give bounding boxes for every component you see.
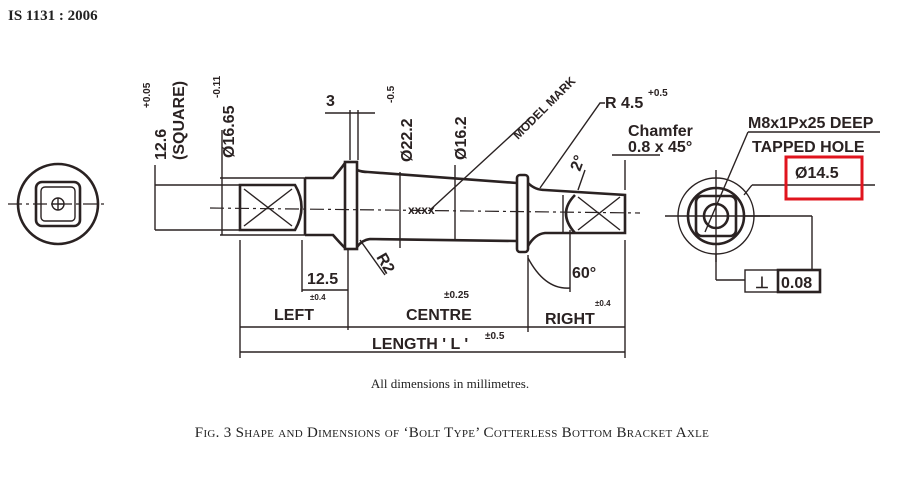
left-diameter: Ø16.65 [221,105,238,158]
highlighted-diameter: Ø14.5 [795,165,839,182]
right-end-view [665,131,880,294]
dimension-lines [154,102,660,358]
centre-label: CENTRE [406,307,472,324]
square-tolerance: +0.05 [142,82,153,108]
length-label: LENGTH ' L ' [372,336,468,353]
right-tolerance: ±0.4 [595,299,611,308]
model-mark-symbol: xxxx [408,203,435,217]
highlight-box [784,155,864,201]
chamfer-label: Chamfer [628,123,693,140]
square-note: (SQUARE) [171,81,188,160]
centre-diameter: Ø16.2 [453,116,470,160]
left-end-view [8,162,108,246]
thread-note: M8x1Px25 DEEP [748,115,874,132]
chamfer-value: 0.8 x 45° [628,139,692,156]
radius-left: R2 [373,251,398,277]
collar-diameter: Ø22.2 [399,118,416,162]
perpendicularity-symbol: ⊥ [755,275,769,292]
figure-caption: Fig. 3 Shape and Dimensions of ‘Bolt Typ… [195,425,709,441]
left-diameter-tolerance: -0.11 [212,75,223,98]
square-size: 12.6 [153,129,170,160]
left-offset: 12.5 [307,271,338,288]
length-tolerance: ±0.5 [485,331,505,342]
collar-diameter-tolerance: -0.5 [386,85,397,103]
right-label: RIGHT [545,311,595,328]
radius-right: R 4.5 [605,95,643,112]
angle-2deg: 2° [568,153,589,173]
left-label: LEFT [274,307,314,324]
left-tolerance: ±0.4 [310,293,326,302]
standard-number: IS 1131 : 2006 [8,8,98,24]
model-mark-label: MODEL MARK [510,74,578,142]
tapped-hole-note: TAPPED HOLE [752,139,865,156]
axle-side-view [209,160,641,254]
collar-width: 3 [326,93,335,110]
angle-60deg: 60° [572,265,596,282]
radius-right-tolerance: +0.5 [648,88,668,99]
centre-tolerance: ±0.25 [444,290,469,301]
perpendicularity-tolerance: 0.08 [781,275,812,292]
units-note: All dimensions in millimetres. [371,376,529,391]
